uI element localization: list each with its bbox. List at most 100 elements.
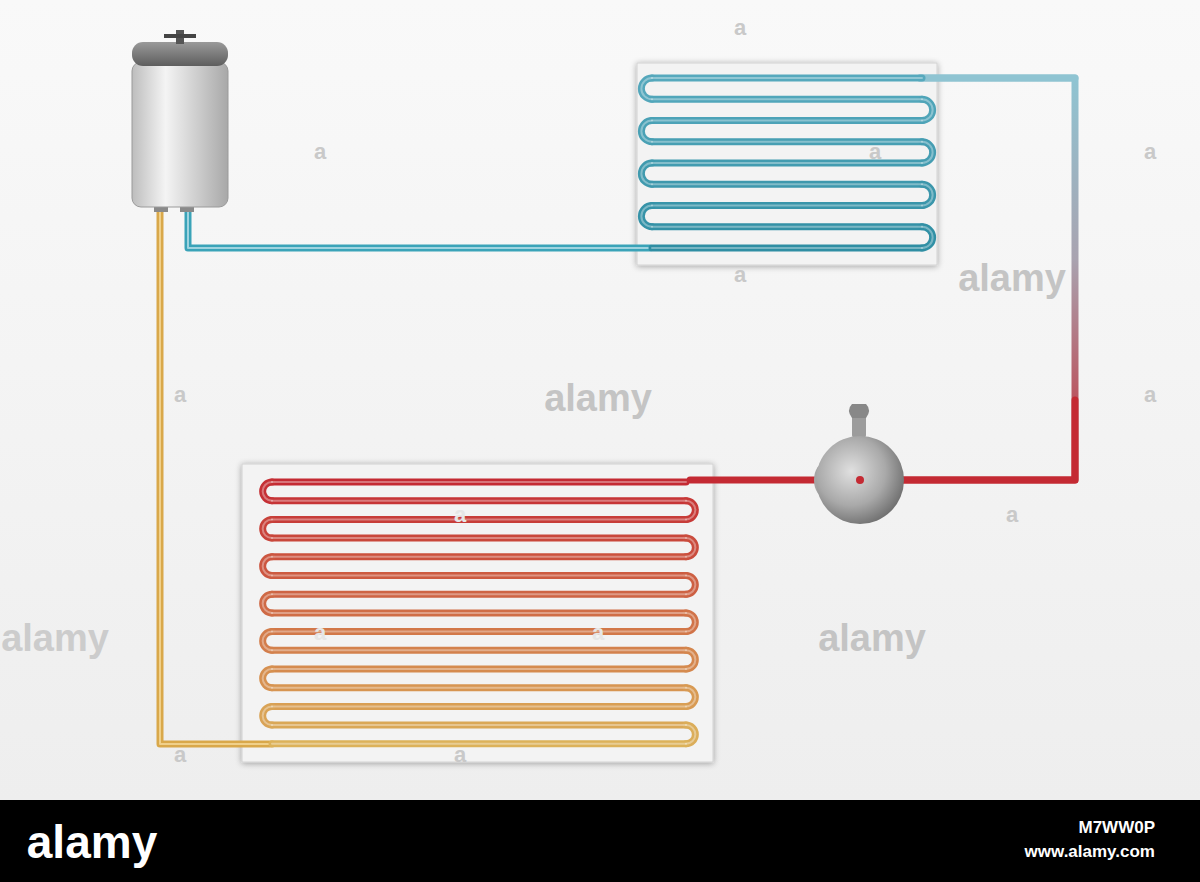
evaporator-coil-highlight (641, 206, 652, 227)
condenser-coil (272, 572, 686, 579)
evaporator-coil-highlight (652, 141, 922, 143)
watermark: a (734, 17, 746, 39)
condenser-coil (272, 535, 686, 542)
evaporator-coil-highlight (652, 205, 922, 207)
evaporator-coil-highlight (652, 226, 922, 228)
footer-text: M7WW0P (1079, 819, 1156, 836)
condenser-coil (272, 628, 686, 635)
watermark: a (174, 744, 186, 766)
condenser-coil (272, 497, 686, 504)
condenser-coil-highlight (272, 518, 686, 520)
receiver-cap (132, 42, 228, 66)
evaporator-panel (637, 63, 937, 265)
watermark: alamy (544, 379, 652, 417)
watermark: a (1006, 504, 1018, 526)
evaporator-coil (922, 142, 933, 163)
condenser-coil-highlight (272, 500, 686, 502)
condenser-coil-highlight (263, 706, 272, 725)
watermark: alamy (1, 619, 109, 657)
evaporator-coil-highlight (922, 99, 933, 120)
condenser-coil-highlight (686, 725, 695, 744)
condenser-coil-highlight (272, 743, 686, 745)
evaporator-coil-highlight (652, 77, 922, 79)
condenser-coil-highlight (263, 632, 272, 651)
evaporator-coil-highlight (641, 163, 652, 184)
compressor-top (849, 404, 869, 418)
watermark: a (454, 744, 466, 766)
footer-text: alamy (27, 819, 157, 865)
condenser-coil-highlight (272, 612, 686, 614)
evaporator-coil (652, 245, 922, 252)
evaporator-coil (922, 227, 933, 248)
evaporator-coil-highlight (652, 247, 922, 249)
evaporator-coil-highlight (641, 121, 652, 142)
condenser-coil (272, 684, 686, 691)
evaporator-coil-highlight (652, 162, 922, 164)
condenser-coil-highlight (272, 705, 686, 707)
condenser-coil (272, 647, 686, 654)
evaporator-coil (922, 184, 933, 205)
condenser-coil-highlight (272, 537, 686, 539)
evaporator-coil (641, 78, 652, 99)
evaporator-coil (641, 121, 652, 142)
evaporator-coil (652, 223, 922, 230)
watermark: a (314, 622, 326, 644)
compressor (814, 404, 904, 524)
watermark: alamy (958, 259, 1066, 297)
evaporator-coil-highlight (652, 120, 922, 122)
suction-pipe-highlight (188, 210, 650, 248)
condenser-coil (272, 722, 686, 729)
condenser-coil-highlight (263, 669, 272, 688)
evaporator-coil-highlight (652, 98, 922, 100)
watermark: a (1144, 384, 1156, 406)
receiver-valve-handle (164, 34, 196, 38)
liquid-pipe-highlight (160, 210, 272, 744)
return-pipe-top (920, 75, 1075, 82)
condenser-coil (272, 703, 686, 710)
evaporator-coil-highlight (922, 142, 933, 163)
evaporator-coil (652, 202, 922, 209)
condenser-coil-highlight (272, 687, 686, 689)
condenser-coil-highlight (686, 650, 695, 669)
evaporator-coil (641, 206, 652, 227)
evaporator-coil (652, 117, 922, 124)
suction-pipe (188, 210, 650, 248)
watermark: a (592, 622, 604, 644)
condenser-coil (272, 609, 686, 616)
condenser-coil (272, 740, 686, 747)
evaporator-coil-highlight (922, 184, 933, 205)
coils (263, 78, 933, 744)
condenser-coil-highlight (272, 556, 686, 558)
evaporator-coil-highlight (641, 78, 652, 99)
evaporator-coil (652, 181, 922, 188)
condenser-coil-highlight (686, 688, 695, 707)
evaporator-coil (652, 96, 922, 103)
watermark: a (314, 141, 326, 163)
evaporator-coil (922, 99, 933, 120)
liquid-pipe (160, 210, 272, 744)
watermark: a (869, 141, 881, 163)
condenser-coil-highlight (272, 481, 686, 483)
condenser-coil-highlight (263, 594, 272, 613)
condenser-panel (242, 464, 713, 762)
compressor-body (816, 436, 904, 524)
condenser-coil (272, 591, 686, 598)
evaporator-coil (652, 160, 922, 167)
condenser-coil-highlight (272, 593, 686, 595)
compressor-port (856, 476, 864, 484)
condenser-coil-highlight (686, 501, 695, 520)
footer-bar (0, 800, 1200, 882)
watermark: a (1144, 141, 1156, 163)
condenser-coil-highlight (263, 482, 272, 501)
watermark: a (174, 384, 186, 406)
condenser-coil-highlight (686, 613, 695, 632)
evaporator-coil (641, 163, 652, 184)
condenser-coil (272, 516, 686, 523)
condenser-coil (272, 553, 686, 560)
footer-text: www.alamy.com (1025, 843, 1155, 860)
watermark: alamy (818, 619, 926, 657)
receiver-body (132, 62, 228, 207)
condenser-coil-highlight (272, 631, 686, 633)
condenser-coil-highlight (272, 668, 686, 670)
condenser-coil-highlight (272, 575, 686, 577)
